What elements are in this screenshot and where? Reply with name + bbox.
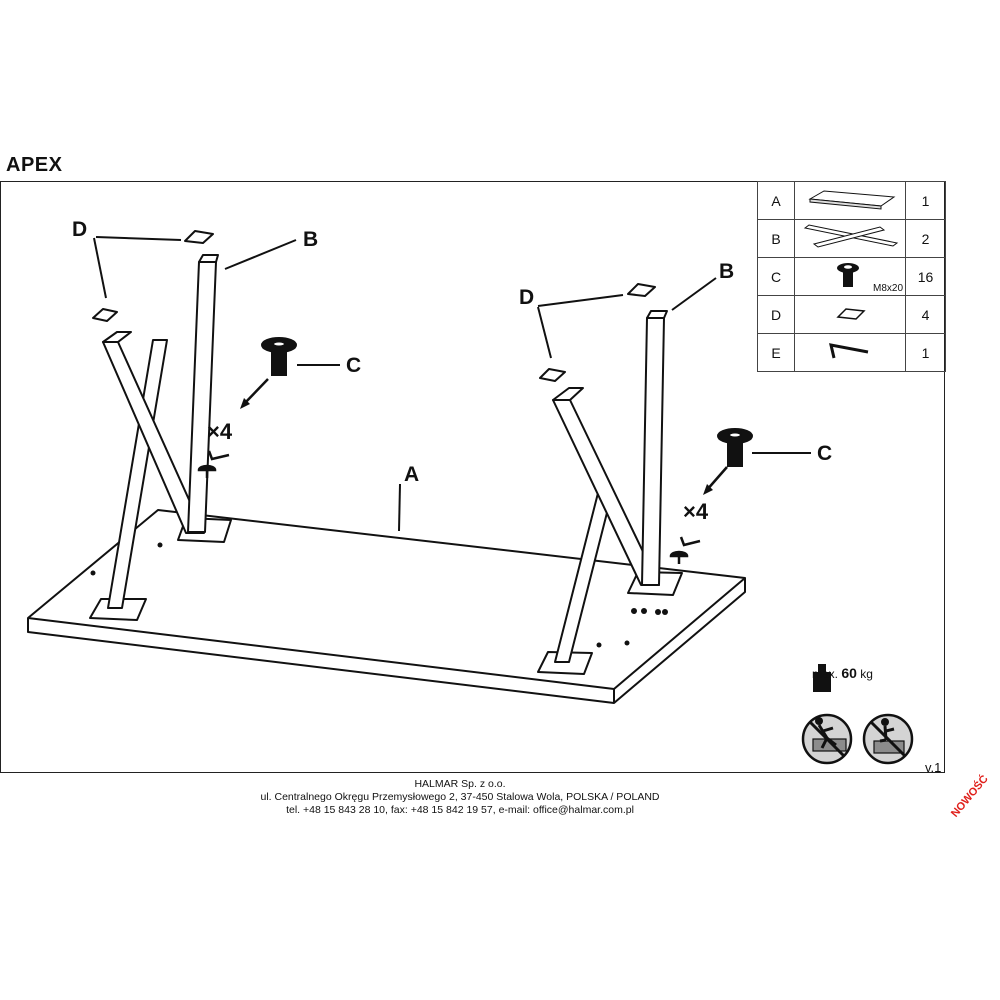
allen-key-right — [669, 536, 701, 564]
diagram-frame — [0, 181, 945, 773]
max-load-unit: kg — [860, 667, 873, 681]
part-qty: 1 — [905, 181, 946, 220]
no-standing-icon — [862, 713, 914, 765]
callout-d-left: D — [72, 218, 87, 241]
max-load-label: max. 60 kg — [812, 665, 873, 681]
part-letter: C — [757, 257, 795, 296]
max-load-value: 60 — [841, 665, 857, 681]
part-image — [794, 181, 906, 220]
company-address: ul. Centralnego Okręgu Przemysłowego 2, … — [260, 791, 660, 803]
allen-key-icon — [829, 343, 869, 359]
part-image — [794, 295, 906, 334]
callout-b-left: B — [303, 228, 318, 251]
company-contact: tel. +48 15 843 28 10, fax: +48 15 842 1… — [286, 804, 634, 816]
parts-table: A 1 B 2 C M8x20 16 — [757, 181, 946, 372]
pad-right-low — [539, 368, 566, 382]
product-title: APEX — [6, 154, 63, 176]
part-letter: A — [757, 181, 795, 220]
callout-d-right: D — [519, 286, 534, 309]
bolt-left — [261, 337, 297, 376]
callout-c-left: C — [346, 354, 361, 377]
bolt-icon — [837, 263, 859, 287]
version-label: v.1 — [925, 760, 942, 775]
part-qty: 4 — [905, 295, 946, 334]
pad-left-top — [184, 230, 214, 244]
part-letter: E — [757, 333, 795, 372]
part-image — [794, 219, 906, 258]
x-leg-frame-icon — [803, 224, 899, 248]
pad-icon — [836, 308, 866, 320]
parts-row: C M8x20 16 — [757, 257, 946, 296]
tabletop-icon — [808, 190, 896, 210]
part-letter: D — [757, 295, 795, 334]
count-left: ×4 — [207, 419, 233, 444]
leg-frame-right — [537, 310, 683, 675]
max-load-prefix: max. — [812, 667, 839, 681]
pad-right-top — [627, 283, 656, 297]
parts-row: B 2 — [757, 219, 946, 258]
parts-row: A 1 — [757, 181, 946, 220]
bolt-size-label: M8x20 — [872, 283, 903, 294]
part-qty: 2 — [905, 219, 946, 258]
part-letter: B — [757, 219, 795, 258]
parts-row: D 4 — [757, 295, 946, 334]
company-name: HALMAR Sp. z o.o. — [414, 778, 506, 790]
part-image — [794, 333, 906, 372]
bolt-right — [717, 428, 753, 467]
count-right: ×4 — [683, 499, 709, 524]
no-climbing-icon — [801, 713, 853, 765]
callout-b-right: B — [719, 260, 734, 283]
leg-frame-left — [89, 254, 232, 621]
callout-c-right: C — [817, 442, 832, 465]
allen-key-left — [197, 450, 230, 478]
part-image: M8x20 — [794, 257, 906, 296]
company-footer: HALMAR Sp. z o.o. ul. Centralnego Okręgu… — [0, 778, 920, 817]
parts-row: E 1 — [757, 333, 946, 372]
pad-left-low — [92, 308, 118, 322]
part-qty: 16 — [905, 257, 946, 296]
part-qty: 1 — [905, 333, 946, 372]
callout-a: A — [404, 463, 419, 486]
weight-icon — [813, 664, 831, 692]
